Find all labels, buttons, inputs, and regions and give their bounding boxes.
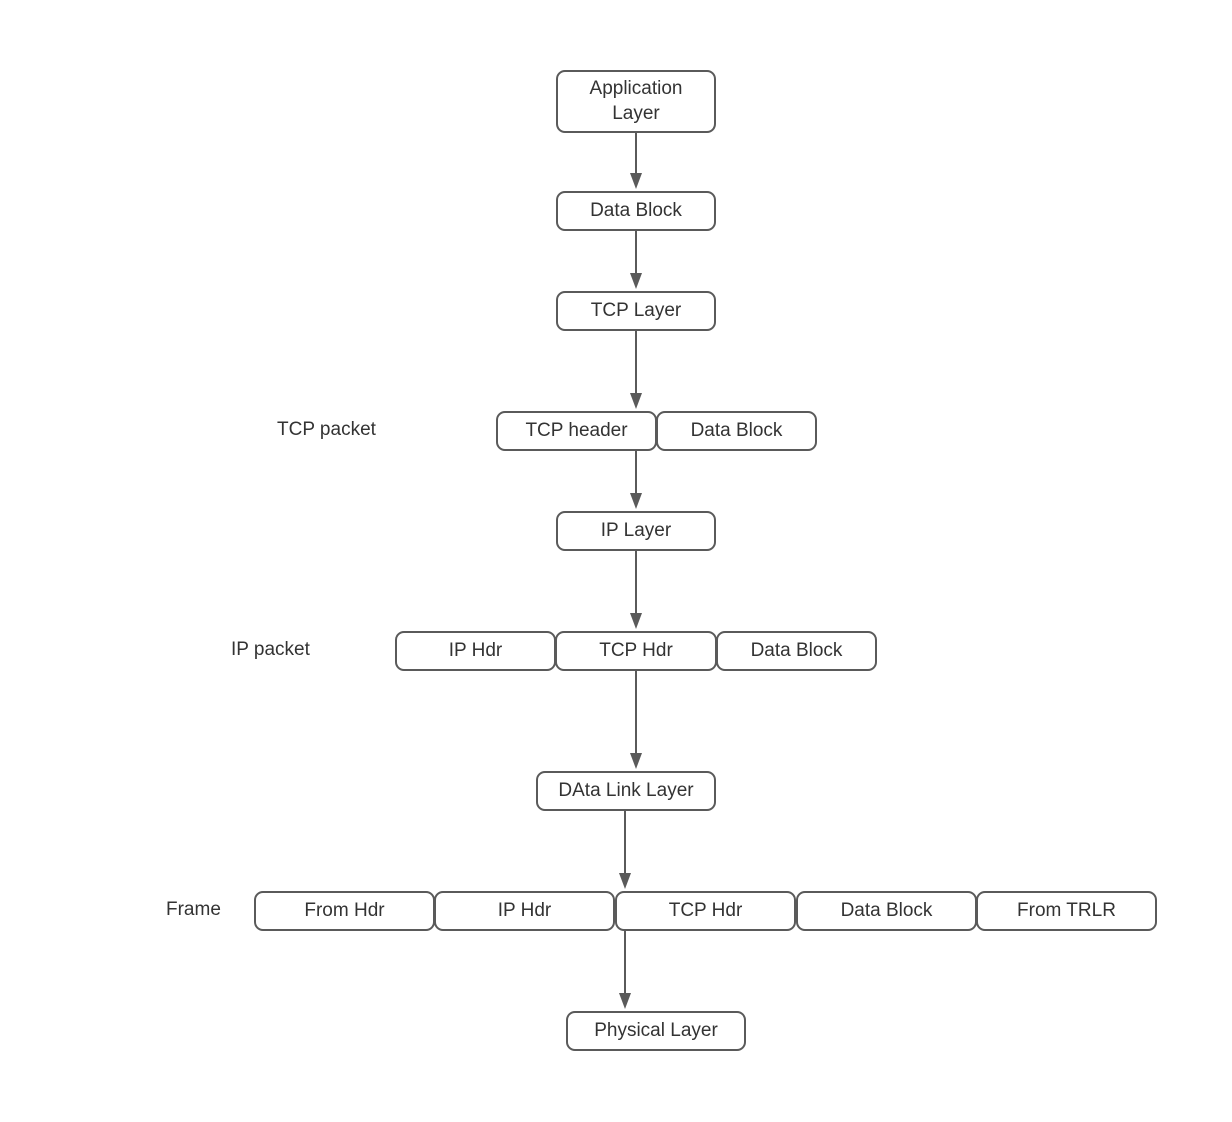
box-tcp-layer: TCP Layer [556,291,716,331]
cell-ip-hdr: IP Hdr [395,631,556,671]
arrow-application-to-data-block [628,133,644,191]
arrow-tcp-layer-to-tcp-packet [628,331,644,411]
cell-frame-tcp-hdr: TCP Hdr [615,891,796,931]
cell-frame-from-trlr: From TRLR [976,891,1157,931]
row-label-frame: Frame [166,899,221,920]
row-label-ip-packet: IP packet [231,639,310,660]
box-physical-layer: Physical Layer [566,1011,746,1051]
box-data-link-layer: DAta Link Layer [536,771,716,811]
cell-frame-from-hdr: From Hdr [254,891,435,931]
row-label-tcp-packet: TCP packet [277,419,376,440]
arrow-tcp-packet-to-ip-layer [628,451,644,511]
box-application-layer: Application Layer [556,70,716,133]
arrow-ip-layer-to-ip-packet [628,551,644,631]
cell-ip-packet-data-block: Data Block [716,631,877,671]
cell-frame-data-block: Data Block [796,891,977,931]
cell-ip-packet-tcp-hdr: TCP Hdr [555,631,717,671]
arrow-data-block-to-tcp-layer [628,231,644,291]
cell-tcp-packet-data-block: Data Block [656,411,817,451]
box-data-block: Data Block [556,191,716,231]
arrow-data-link-layer-to-frame [617,811,633,891]
box-ip-layer: IP Layer [556,511,716,551]
arrow-frame-to-physical-layer [617,931,633,1011]
cell-frame-ip-hdr: IP Hdr [434,891,615,931]
cell-tcp-header: TCP header [496,411,657,451]
arrow-ip-packet-to-data-link-layer [628,671,644,771]
